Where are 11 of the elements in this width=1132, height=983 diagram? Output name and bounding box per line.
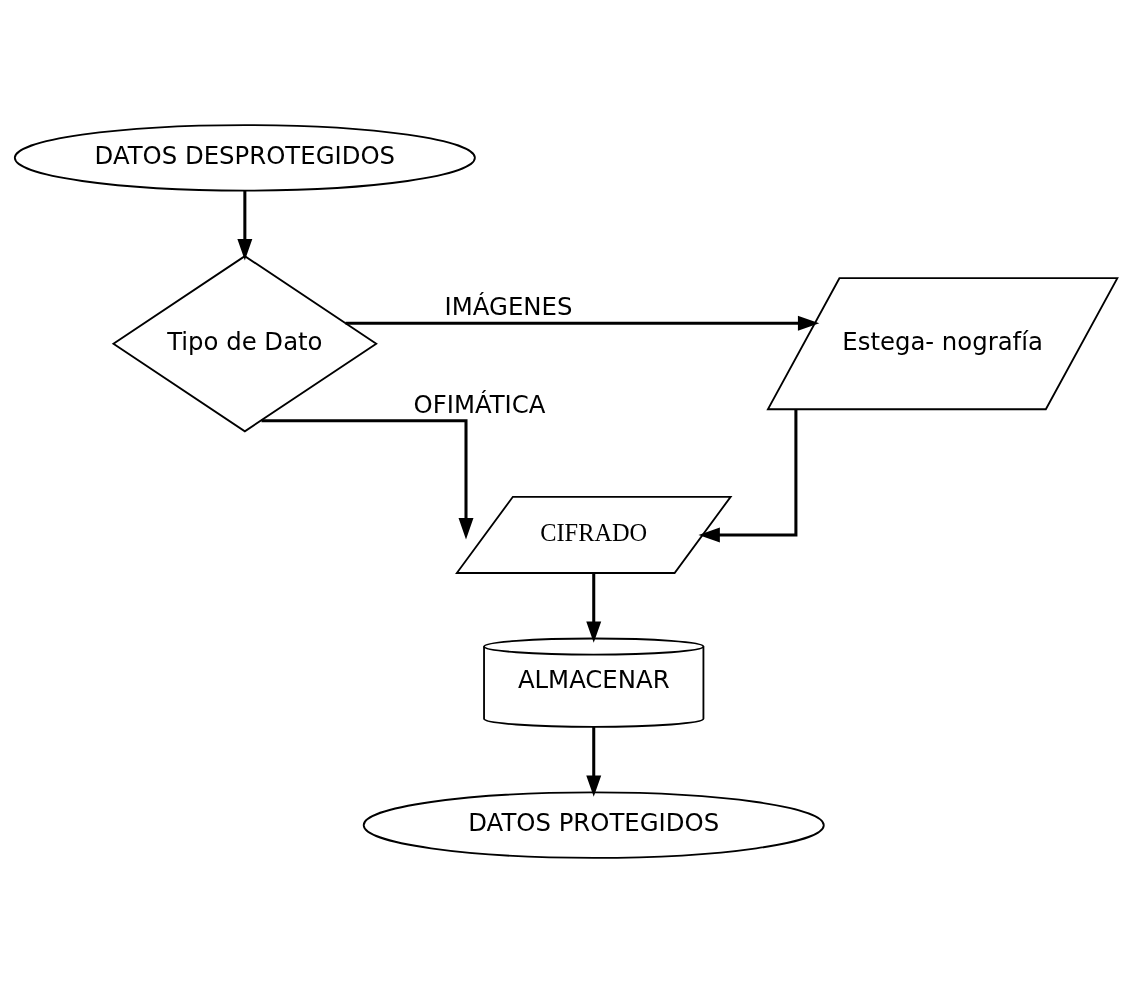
arrow <box>237 190 253 261</box>
arrow <box>698 409 798 543</box>
node-ellipse: DATOS DESPROTEGIDOS <box>13 124 476 192</box>
node-diamond: Tipo de Dato <box>111 255 378 433</box>
edge-label: OFIMÁTICA <box>413 389 546 419</box>
arrow <box>586 727 602 797</box>
arrow <box>586 573 602 643</box>
arrow <box>345 315 820 331</box>
arrow <box>261 419 474 540</box>
node-ellipse: DATOS PROTEGIDOS <box>362 791 825 859</box>
edge-label: IMÁGENES <box>444 292 573 322</box>
